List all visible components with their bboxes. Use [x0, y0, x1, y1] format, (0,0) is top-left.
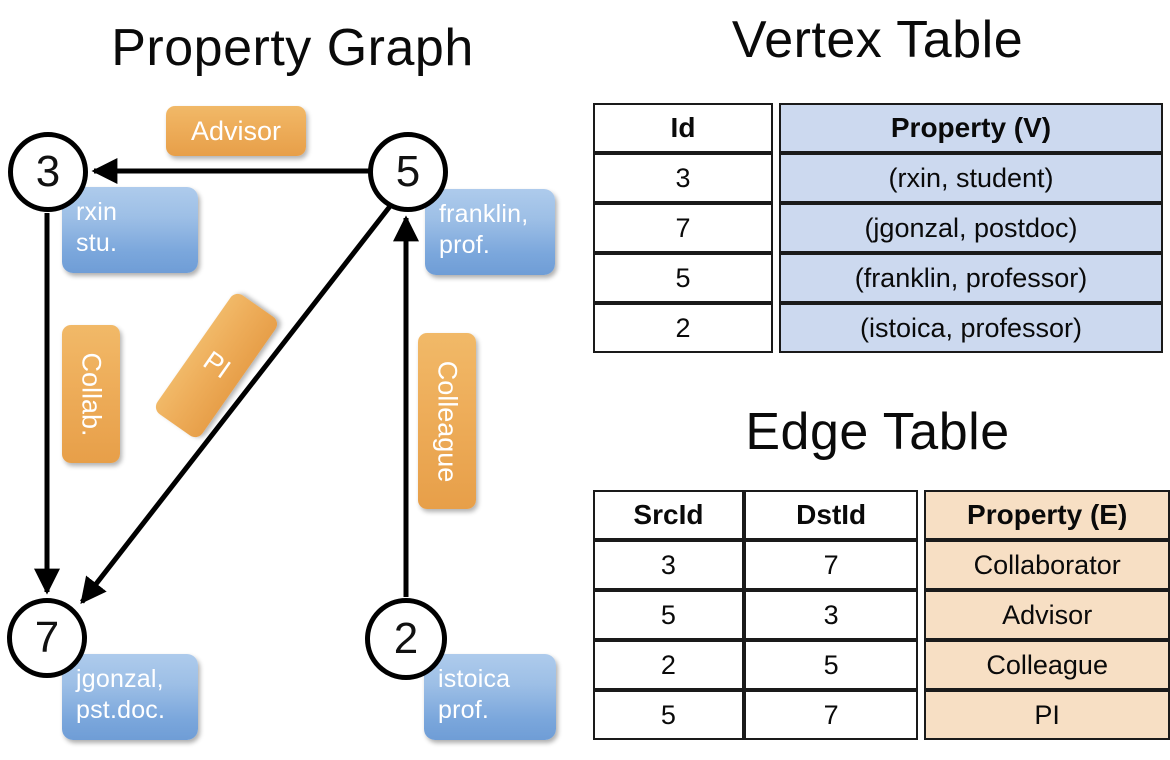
vertex-prop-line2: pst.doc.	[76, 695, 166, 724]
vertex-prop-box-jgonzal: jgonzal, pst.doc.	[62, 654, 198, 740]
vertex-prop-line1: franklin,	[439, 200, 529, 228]
graph-edges-canvas	[34, 158, 419, 605]
edge-table-cell-srcid: 5	[593, 690, 744, 740]
vertex-table-cell-id: 5	[593, 253, 773, 303]
edge-badge-label: PI	[197, 345, 236, 385]
column-gap	[773, 253, 779, 303]
vertex-prop-box-rxin: rxin stu.	[62, 187, 198, 273]
edge-table-cell-property: Colleague	[924, 640, 1170, 690]
table-row: 5 (franklin, professor)	[593, 253, 1163, 303]
edge-table-header-property: Property (E)	[924, 490, 1170, 540]
graph-node-7[interactable]: 7	[7, 598, 87, 678]
edge-table-header-srcid: SrcId	[593, 490, 744, 540]
edge-table: SrcId DstId Property (E) 3 7 Collaborato…	[593, 490, 1170, 740]
edge-table-cell-srcid: 3	[593, 540, 744, 590]
graph-node-label: 7	[34, 613, 60, 662]
table-row: 3 7 Collaborator	[593, 540, 1170, 590]
column-gap	[773, 153, 779, 203]
table-row: 7 (jgonzal, postdoc)	[593, 203, 1163, 253]
table-row: 2 5 Colleague	[593, 640, 1170, 690]
vertex-table-cell-id: 2	[593, 303, 773, 353]
graph-node-label: 5	[395, 147, 421, 196]
edge-table-cell-srcid: 5	[593, 590, 744, 640]
vertex-table: Id Property (V) 3 (rxin, student) 7 (jgo…	[593, 103, 1163, 353]
edge-badge-label: Advisor	[190, 115, 282, 146]
column-gap	[773, 303, 779, 353]
edge-badge-label: Colleague	[432, 360, 463, 482]
edge-table-cell-property: Advisor	[924, 590, 1170, 640]
page-title-property-graph: Property Graph	[111, 19, 474, 77]
vertex-prop-line2: stu.	[76, 228, 118, 257]
edge-line-pi	[80, 203, 393, 605]
edge-table-cell-property: PI	[924, 690, 1170, 740]
vertex-prop-line1: rxin	[76, 198, 118, 226]
column-gap	[918, 690, 925, 740]
edge-badge-collab: Collab.	[62, 325, 120, 463]
vertex-table-cell-id: 3	[593, 153, 773, 203]
graph-node-5[interactable]: 5	[368, 132, 448, 212]
graph-node-3[interactable]: 3	[8, 132, 88, 212]
column-gap	[773, 103, 779, 153]
table-row: 2 (istoica, professor)	[593, 303, 1163, 353]
vertex-table-header-id: Id	[593, 103, 773, 153]
column-gap	[773, 203, 779, 253]
edge-badge-advisor: Advisor	[166, 106, 306, 156]
edge-badge-colleague: Colleague	[418, 333, 476, 509]
table-header-row: SrcId DstId Property (E)	[593, 490, 1170, 540]
vertex-prop-line1: istoica	[438, 665, 511, 693]
table-header-row: Id Property (V)	[593, 103, 1163, 153]
vertex-table-cell-property: (rxin, student)	[779, 153, 1163, 203]
vertex-table-cell-id: 7	[593, 203, 773, 253]
column-gap	[918, 590, 925, 640]
vertex-prop-box-istoica: istoica prof.	[424, 654, 556, 740]
table-row: 5 7 PI	[593, 690, 1170, 740]
edge-table-cell-dstid: 7	[743, 540, 919, 590]
table-row: 3 (rxin, student)	[593, 153, 1163, 203]
vertex-prop-line1: jgonzal,	[76, 665, 164, 693]
vertex-table-cell-property: (franklin, professor)	[779, 253, 1163, 303]
column-gap	[918, 540, 925, 590]
vertex-table-cell-property: (istoica, professor)	[779, 303, 1163, 353]
edge-badge-label: Collab.	[76, 351, 107, 437]
page-title-vertex-table: Vertex Table	[731, 11, 1024, 69]
edge-table-cell-dstid: 5	[743, 640, 919, 690]
vertex-prop-line2: prof.	[438, 695, 490, 724]
vertex-table-header-property: Property (V)	[779, 103, 1163, 153]
column-gap	[918, 490, 925, 540]
edge-table-cell-srcid: 2	[593, 640, 744, 690]
edge-table-cell-dstid: 3	[743, 590, 919, 640]
graph-node-2[interactable]: 2	[365, 598, 447, 680]
table-row: 5 3 Advisor	[593, 590, 1170, 640]
graph-node-label: 2	[393, 614, 419, 663]
graph-node-label: 3	[35, 147, 61, 196]
edge-table-cell-property: Collaborator	[924, 540, 1170, 590]
vertex-prop-line2: prof.	[439, 230, 491, 259]
edge-table-header-dstid: DstId	[743, 490, 919, 540]
column-gap	[918, 640, 925, 690]
edge-table-cell-dstid: 7	[743, 690, 919, 740]
vertex-prop-box-franklin: franklin, prof.	[425, 189, 555, 275]
page-title-edge-table: Edge Table	[745, 403, 1010, 461]
vertex-table-cell-property: (jgonzal, postdoc)	[779, 203, 1163, 253]
